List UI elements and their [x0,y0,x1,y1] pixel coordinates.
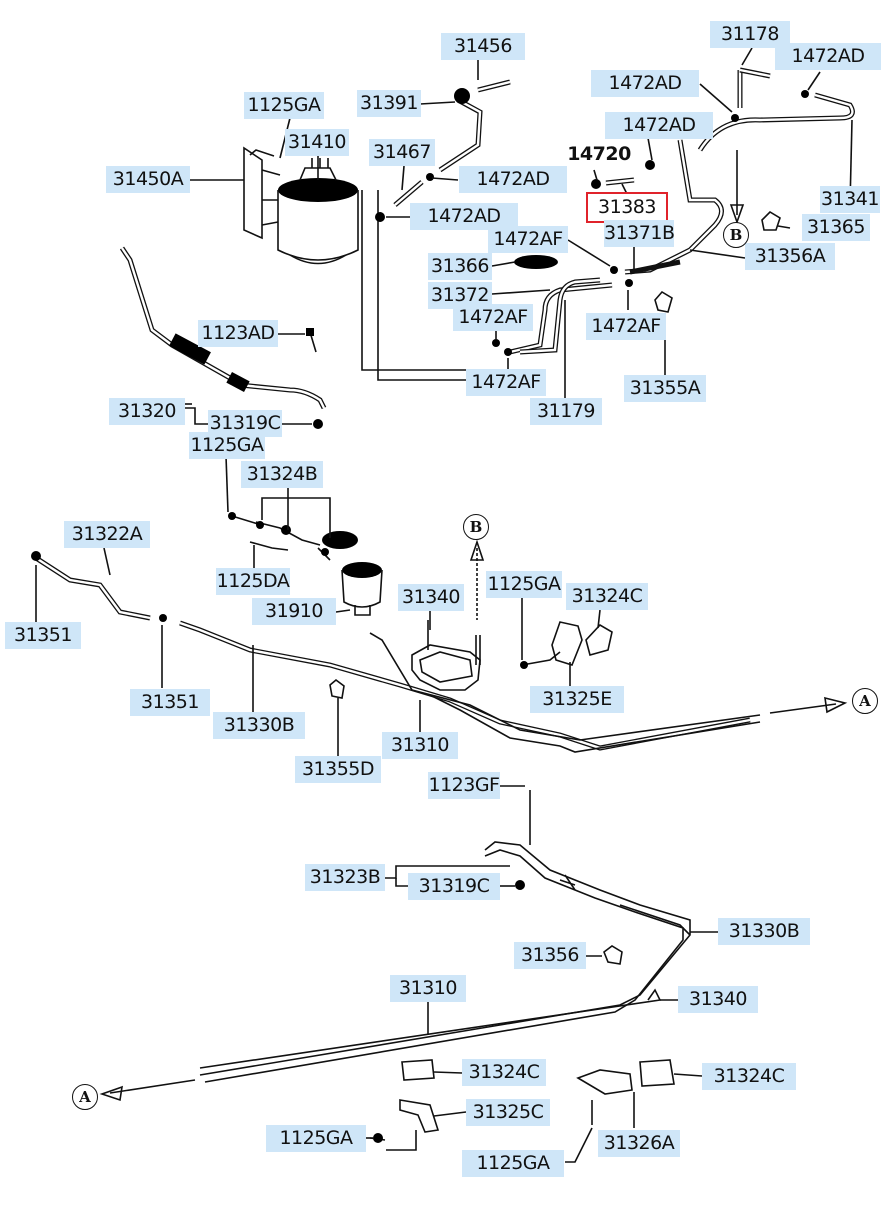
part-label-31383-highlighted[interactable]: 31383 [586,192,668,223]
hoses-31372-31179 [492,277,613,356]
part-label-31330b[interactable]: 31330B [718,918,810,945]
pipe-bundle-middle [369,620,761,753]
part-label-31330b[interactable]: 31330B [213,712,305,739]
part-label-31365[interactable]: 31365 [802,214,870,241]
part-label-1472ad[interactable]: 1472AD [591,70,699,97]
part-label-31355a[interactable]: 31355A [624,375,706,402]
part-label-31325c[interactable]: 31325C [466,1099,550,1126]
part-label-1125ga[interactable]: 1125GA [486,571,562,598]
part-label-31467[interactable]: 31467 [369,139,435,166]
part-label-1472ad[interactable]: 1472AD [459,166,567,193]
part-label-31323b[interactable]: 31323B [305,864,385,891]
reference-marker-a: A [852,688,878,714]
fuel-filter [341,562,383,616]
part-label-1472af[interactable]: 1472AF [453,304,533,331]
part-label-14720[interactable]: 14720 [567,141,631,168]
reference-marker-b: B [723,222,749,248]
part-label-31319c[interactable]: 31319C [408,873,500,900]
part-label-31456[interactable]: 31456 [441,33,525,60]
part-label-31326a[interactable]: 31326A [598,1130,680,1157]
hose-31391 [438,79,511,173]
part-label-1125ga[interactable]: 1125GA [189,432,265,459]
part-label-1472af[interactable]: 1472AF [466,369,546,396]
part-label-31341[interactable]: 31341 [820,186,880,213]
part-label-31340[interactable]: 31340 [678,986,758,1013]
part-label-31366[interactable]: 31366 [428,253,492,280]
part-label-31324c[interactable]: 31324C [566,583,648,610]
part-label-31450a[interactable]: 31450A [106,166,190,193]
tube-31178 [697,67,855,152]
part-label-1125da[interactable]: 1125DA [216,568,290,595]
part-label-1472ad[interactable]: 1472AD [605,112,713,139]
part-label-31371b[interactable]: 31371B [604,220,675,247]
part-label-31310[interactable]: 31310 [390,975,466,1002]
part-label-31351[interactable]: 31351 [5,622,81,649]
part-label-31179[interactable]: 31179 [530,398,602,425]
part-label-1123gf[interactable]: 1123GF [428,772,500,799]
part-label-1125ga[interactable]: 1125GA [244,92,324,119]
part-label-31310[interactable]: 31310 [382,732,458,759]
filter-bracket [228,512,358,561]
bottom-pipes [199,790,691,1083]
part-label-31322a[interactable]: 31322A [64,521,150,548]
part-label-31356[interactable]: 31356 [514,942,586,969]
part-label-31320[interactable]: 31320 [109,398,185,425]
part-label-1123ad[interactable]: 1123AD [198,320,278,347]
pipe-31320 [119,246,327,410]
part-label-31410[interactable]: 31410 [285,129,349,156]
part-label-31391[interactable]: 31391 [357,90,421,117]
part-label-1125ga[interactable]: 1125GA [266,1125,366,1152]
part-label-31356a[interactable]: 31356A [745,243,835,270]
reference-marker-a: A [72,1084,98,1110]
part-label-1125ga[interactable]: 1125GA [462,1150,564,1177]
part-label-1472ad[interactable]: 1472AD [410,203,518,230]
part-label-31324c[interactable]: 31324C [462,1059,546,1086]
part-label-31372[interactable]: 31372 [428,282,492,309]
part-label-31324c[interactable]: 31324C [702,1063,796,1090]
part-label-31351[interactable]: 31351 [130,689,210,716]
canister-drawing [243,146,359,265]
part-label-31325e[interactable]: 31325E [530,686,624,713]
part-label-31355d[interactable]: 31355D [295,756,381,783]
part-label-31910[interactable]: 31910 [252,598,336,625]
part-label-1472af[interactable]: 1472AF [488,226,568,253]
part-label-31324b[interactable]: 31324B [241,461,323,488]
reference-marker-b: B [463,514,489,540]
part-label-1472af[interactable]: 1472AF [586,313,666,340]
part-label-31340[interactable]: 31340 [398,584,464,611]
part-label-1472ad[interactable]: 1472AD [775,43,881,70]
